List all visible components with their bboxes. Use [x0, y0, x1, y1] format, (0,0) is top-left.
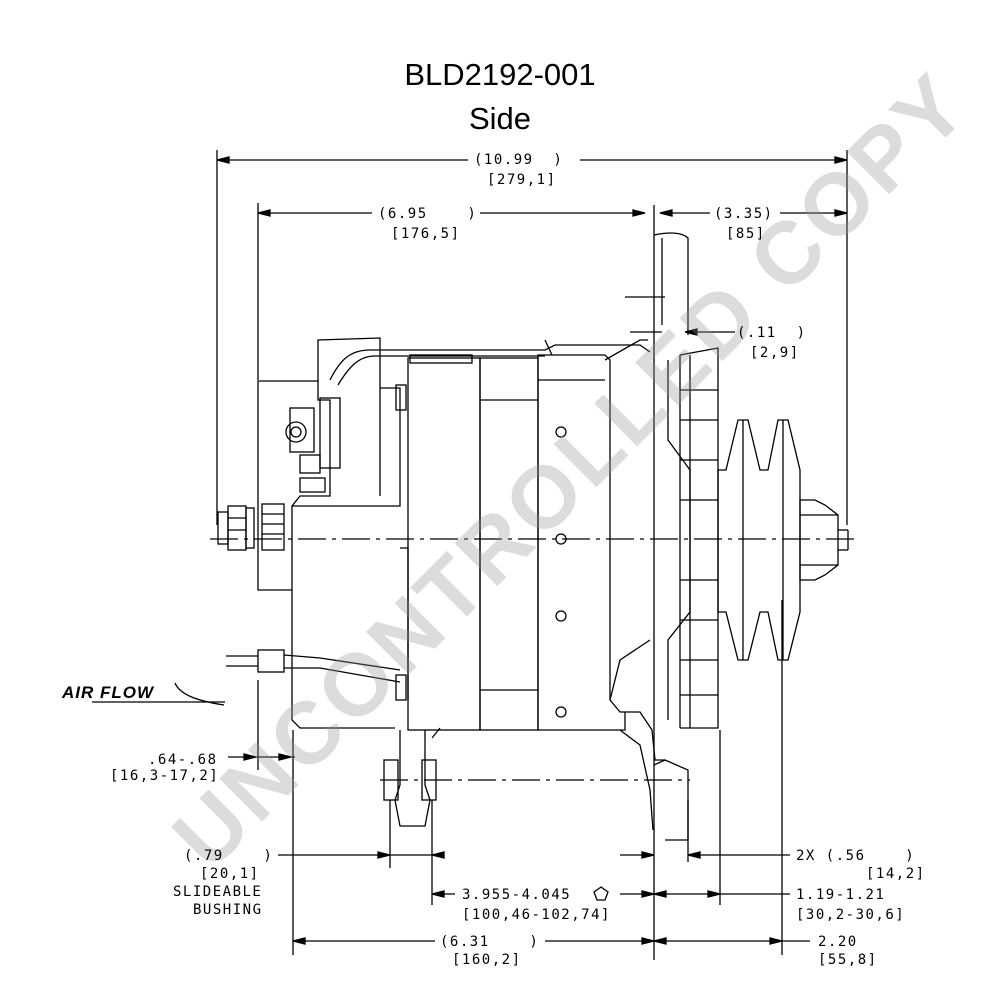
- drawing-title: BLD2192-001: [404, 57, 596, 92]
- lower-length-mm: [160,2]: [452, 952, 522, 968]
- mount-span-in: 3.955-4.045: [462, 887, 572, 903]
- bushing-note: BUSHING: [193, 902, 263, 918]
- body-length-mm: [176,5]: [391, 226, 461, 242]
- terminal-dim-mm: [16,3-17,2]: [110, 768, 220, 784]
- bushing-dim-in: (.79 ): [184, 848, 274, 864]
- lower-length-in: (6.31 ): [440, 934, 540, 950]
- shaft-length-mm: [55,8]: [818, 952, 878, 968]
- shaft-length-in: 2.20: [818, 934, 858, 950]
- hub-dim-mm: [30,2-30,6]: [796, 907, 906, 923]
- overall-length-mm: [279,1]: [487, 172, 557, 188]
- alternator-body: [217, 232, 849, 841]
- front-length-in: (3.35): [714, 206, 774, 222]
- terminal-dim-in: .64-.68: [148, 752, 218, 768]
- pulley-width-mm: [14,2]: [866, 866, 926, 882]
- front-length-mm: [85]: [726, 226, 766, 242]
- fan-gap-mm: [2,9]: [750, 345, 800, 361]
- centerlines: [210, 538, 860, 781]
- air-flow-label: AIR FLOW: [62, 683, 155, 702]
- pulley-width-in: 2X (.56 ): [796, 848, 916, 864]
- air-flow-arrow: [92, 682, 225, 706]
- view-label: Side: [468, 101, 532, 136]
- bushing-dim-mm: [20,1]: [200, 866, 260, 882]
- fan-gap-in: (.11 ): [737, 325, 807, 341]
- body-length-in: (6.95 ): [378, 206, 478, 222]
- mount-span-mm: [100,46-102,74]: [462, 907, 611, 923]
- hub-dim-in: 1.19-1.21: [796, 887, 886, 903]
- overall-length-in: (10.99 ): [474, 152, 564, 168]
- dimension-lines: [216, 150, 848, 960]
- slideable-note: SLIDEABLE: [173, 884, 263, 900]
